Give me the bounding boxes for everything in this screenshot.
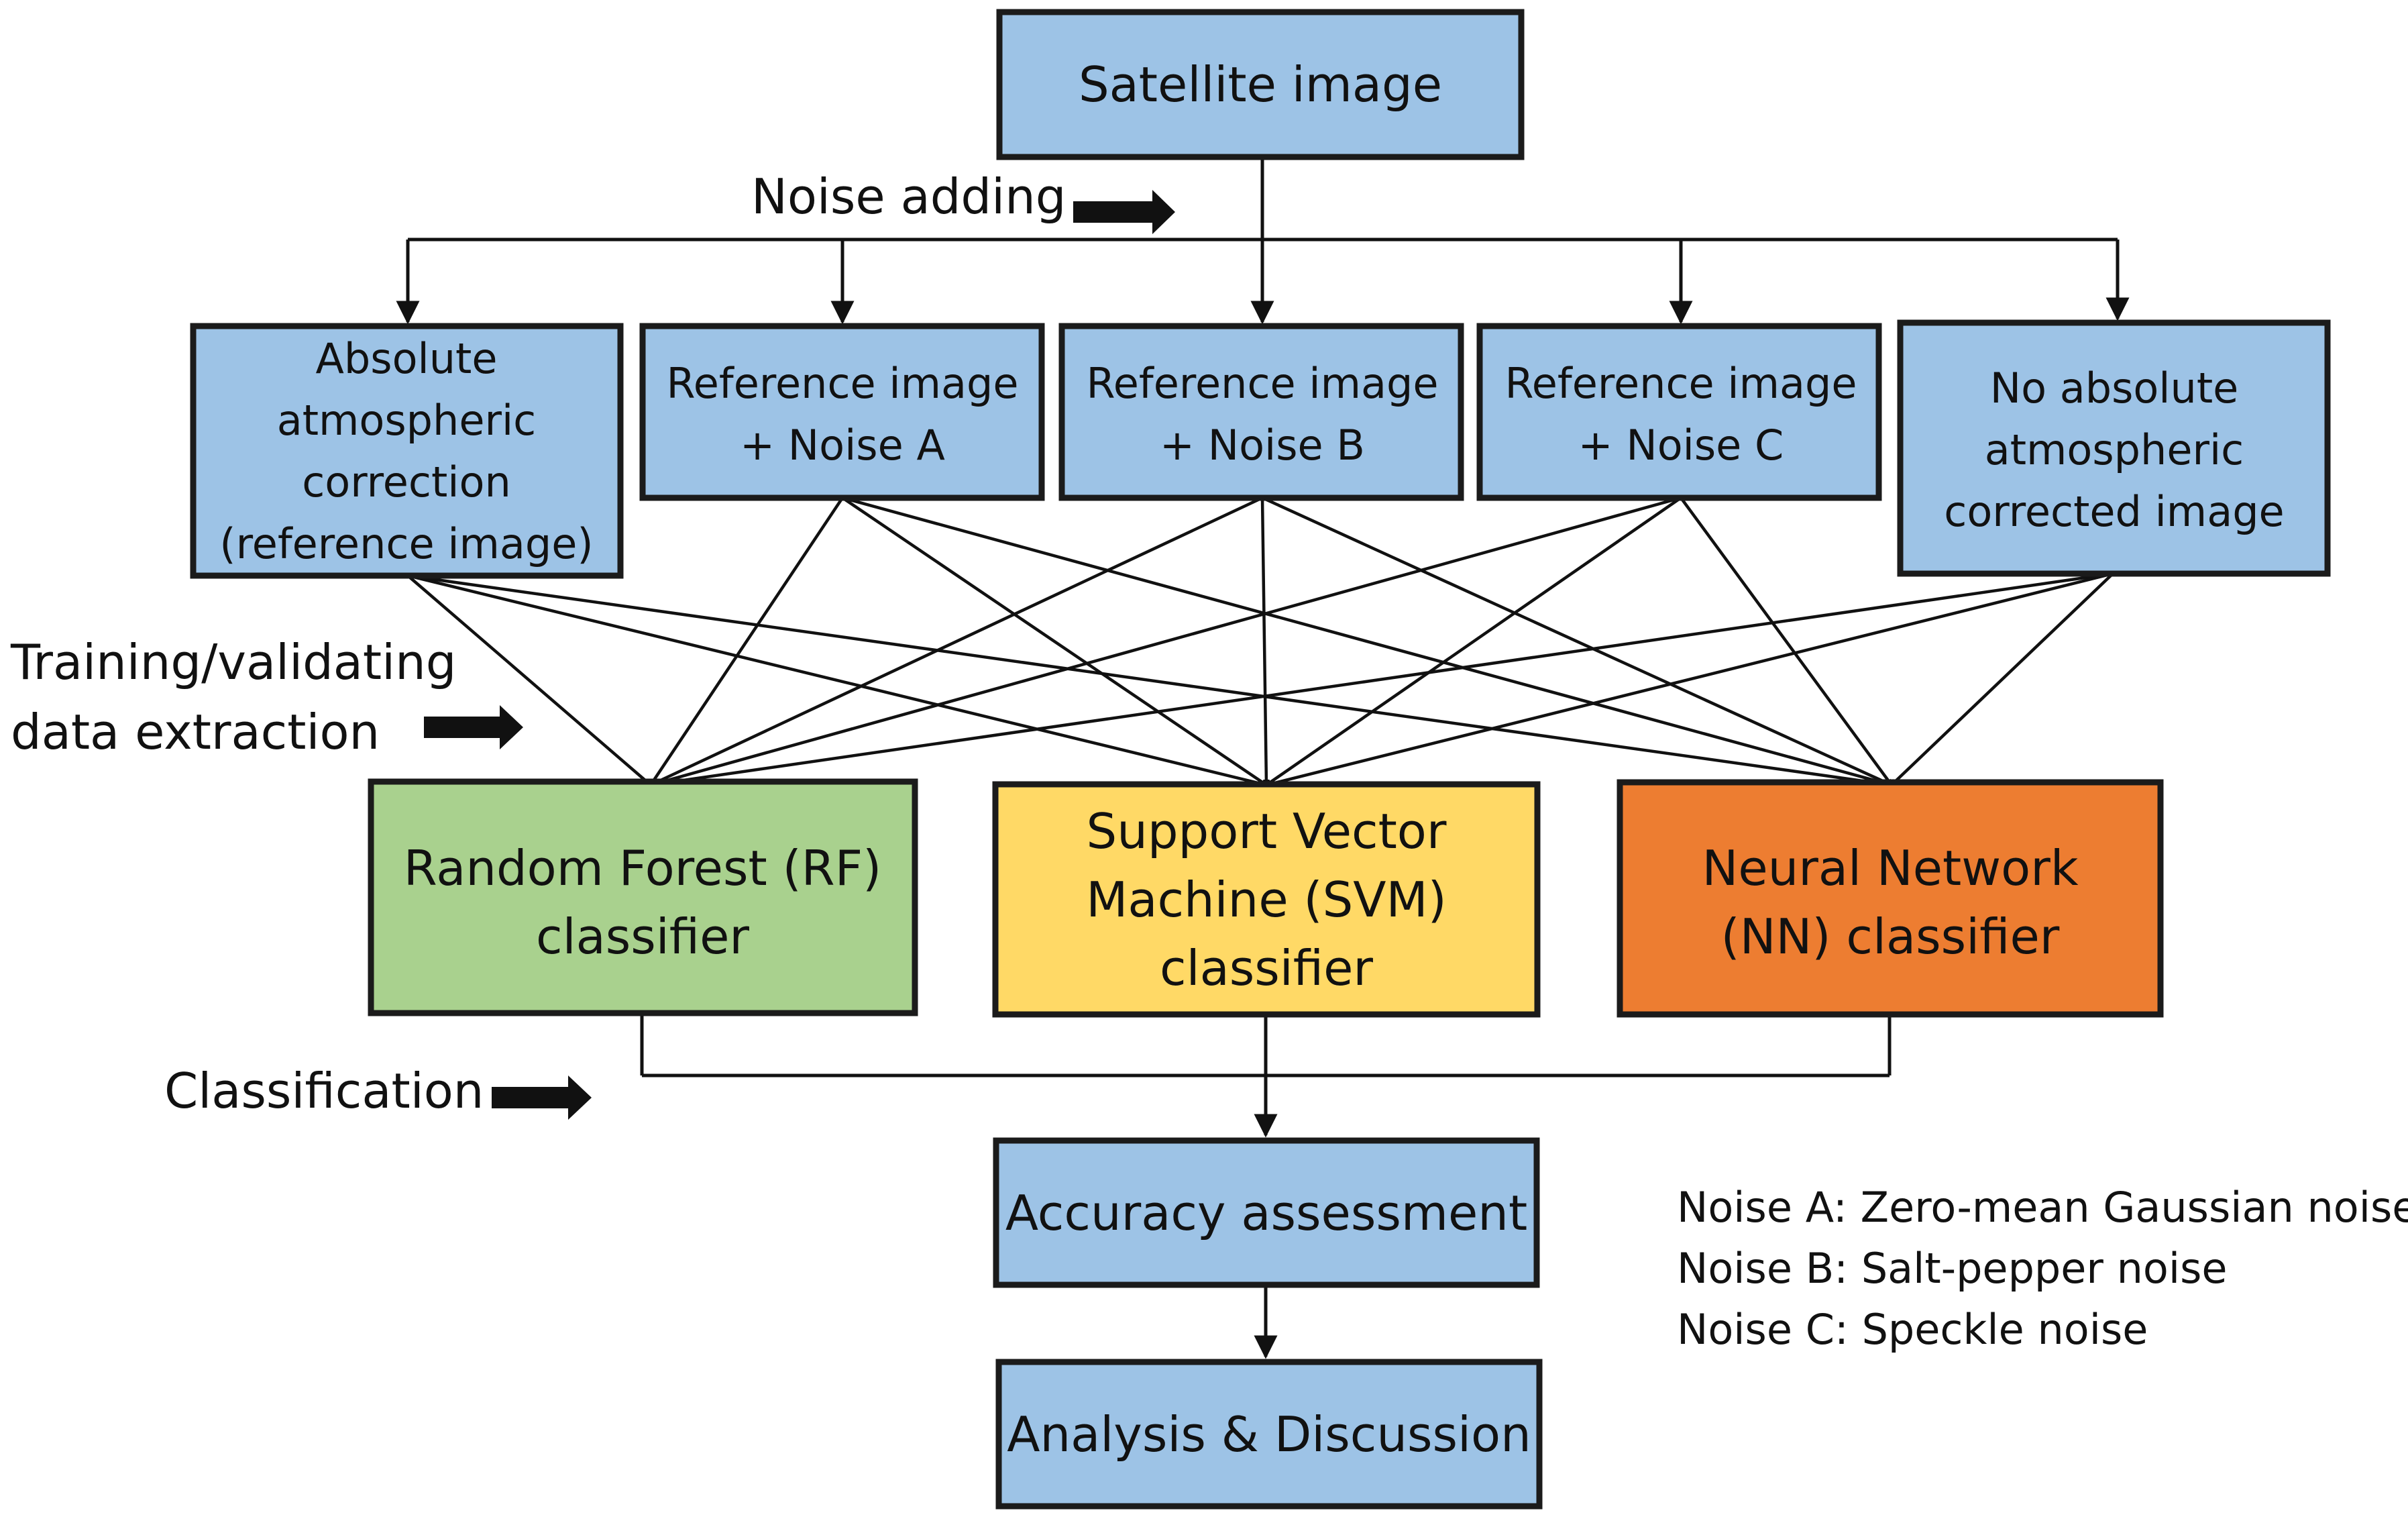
label-line: Neural Network xyxy=(1702,840,2078,896)
edge-no-absolute-to-svm xyxy=(1266,572,2114,787)
no-absolute-box xyxy=(1897,319,2331,577)
label-line: classifier xyxy=(1160,940,1373,996)
label-line: corrected image xyxy=(1944,487,2284,536)
label-line: + Noise C xyxy=(1578,421,1784,470)
connectors xyxy=(396,159,2130,1359)
edge-absolute-to-rf xyxy=(406,574,652,786)
label-line: Reference image xyxy=(666,359,1018,408)
label-line: Machine (SVM) xyxy=(1086,872,1447,928)
label-line: Analysis & Discussion xyxy=(1007,1406,1531,1463)
analysis-label: Analysis & Discussion xyxy=(1007,1406,1531,1463)
label-line: Reference image xyxy=(1086,359,1438,408)
accuracy-box xyxy=(993,1137,1540,1288)
accuracy-label: Accuracy assessment xyxy=(1005,1185,1527,1241)
noise-a-box xyxy=(639,323,1045,501)
label-line: atmospheric xyxy=(1985,425,2244,474)
nn-label: Neural Network (NN) classifier xyxy=(1702,840,2078,965)
classification-label: Classification xyxy=(164,1063,484,1119)
edge-noise-a-to-rf xyxy=(649,496,844,786)
right-arrow-icon xyxy=(492,1075,592,1120)
mesh-edges xyxy=(406,496,2114,788)
edge-noise-b-to-svm xyxy=(1260,497,1270,786)
label-line: atmospheric xyxy=(277,396,537,445)
edge-absolute-to-svm xyxy=(407,574,1267,787)
label-line: data extraction xyxy=(11,704,380,760)
rf-label: Random Forest (RF) classifier xyxy=(404,840,881,965)
edge-noise-c-to-nn xyxy=(1680,496,1893,786)
rf-box xyxy=(368,778,918,1016)
edge-noise-a-to-svm xyxy=(841,496,1268,786)
legend-noise-a: Noise A: Zero-mean Gaussian noise xyxy=(1677,1183,2408,1232)
label-line: Training/validating xyxy=(10,634,457,690)
no-absolute-label: No absolute atmospheric corrected image xyxy=(1944,364,2284,536)
label-line: Noise adding xyxy=(751,168,1066,225)
edge-noise-a-to-nn xyxy=(842,496,1892,787)
absolute-label: Absolute atmospheric correction (reference … xyxy=(219,334,593,568)
svm-box xyxy=(992,781,1541,1018)
label-line: Satellite image xyxy=(1079,56,1442,113)
label-line: Accuracy assessment xyxy=(1005,1185,1527,1241)
label-line: No absolute xyxy=(1990,364,2239,413)
nn-box xyxy=(1617,779,2164,1018)
noise-a-label: Reference image + Noise A xyxy=(666,359,1018,470)
edge-no-absolute-to-nn xyxy=(1890,572,2114,786)
edge-noise-c-to-svm xyxy=(1265,496,1682,786)
noise-c-label: Reference image + Noise C xyxy=(1504,359,1857,470)
label-line: (reference image) xyxy=(219,519,593,568)
legend-noise-b: Noise B: Salt-pepper noise xyxy=(1677,1244,2228,1293)
legend-noise-c: Noise C: Speckle noise xyxy=(1677,1305,2148,1354)
label-line: classifier xyxy=(536,908,749,965)
edge-no-absolute-to-rf xyxy=(650,572,2114,788)
training-label: Training/validating data extraction xyxy=(10,634,457,760)
edge-noise-c-to-rf xyxy=(650,496,1682,787)
stage-labels: Noise adding Training/validating data ext… xyxy=(10,168,1175,1120)
label-line: Random Forest (RF) xyxy=(404,840,881,896)
noise-b-box xyxy=(1058,323,1464,501)
noise-b-label: Reference image + Noise B xyxy=(1086,359,1438,470)
analysis-box xyxy=(995,1359,1543,1510)
satellite-box xyxy=(996,9,1525,160)
label-line: correction xyxy=(302,458,511,507)
absolute-box xyxy=(190,323,624,579)
right-arrow-icon xyxy=(424,705,523,749)
satellite-label: Satellite image xyxy=(1079,56,1442,113)
noise-legend: Noise A: Zero-mean Gaussian noise Noise … xyxy=(1677,1183,2408,1354)
label-line: (NN) classifier xyxy=(1721,908,2060,965)
label-line: Reference image xyxy=(1504,359,1857,408)
label-line: + Noise B xyxy=(1160,421,1365,470)
box-labels: Satellite image Absolute atmospheric corre… xyxy=(219,56,2284,1463)
right-arrow-icon xyxy=(1073,190,1175,234)
label-line: + Noise A xyxy=(740,421,945,470)
noise-c-box xyxy=(1476,323,1882,501)
edge-absolute-to-nn xyxy=(407,574,1892,788)
label-line: Support Vector xyxy=(1087,803,1447,859)
noise-adding-label: Noise adding xyxy=(751,168,1066,225)
label-line: Absolute xyxy=(316,334,498,383)
edge-noise-b-to-nn xyxy=(1262,496,1892,787)
boxes xyxy=(190,9,2331,1510)
label-line: Classification xyxy=(164,1063,484,1119)
edge-noise-b-to-rf xyxy=(650,496,1263,787)
